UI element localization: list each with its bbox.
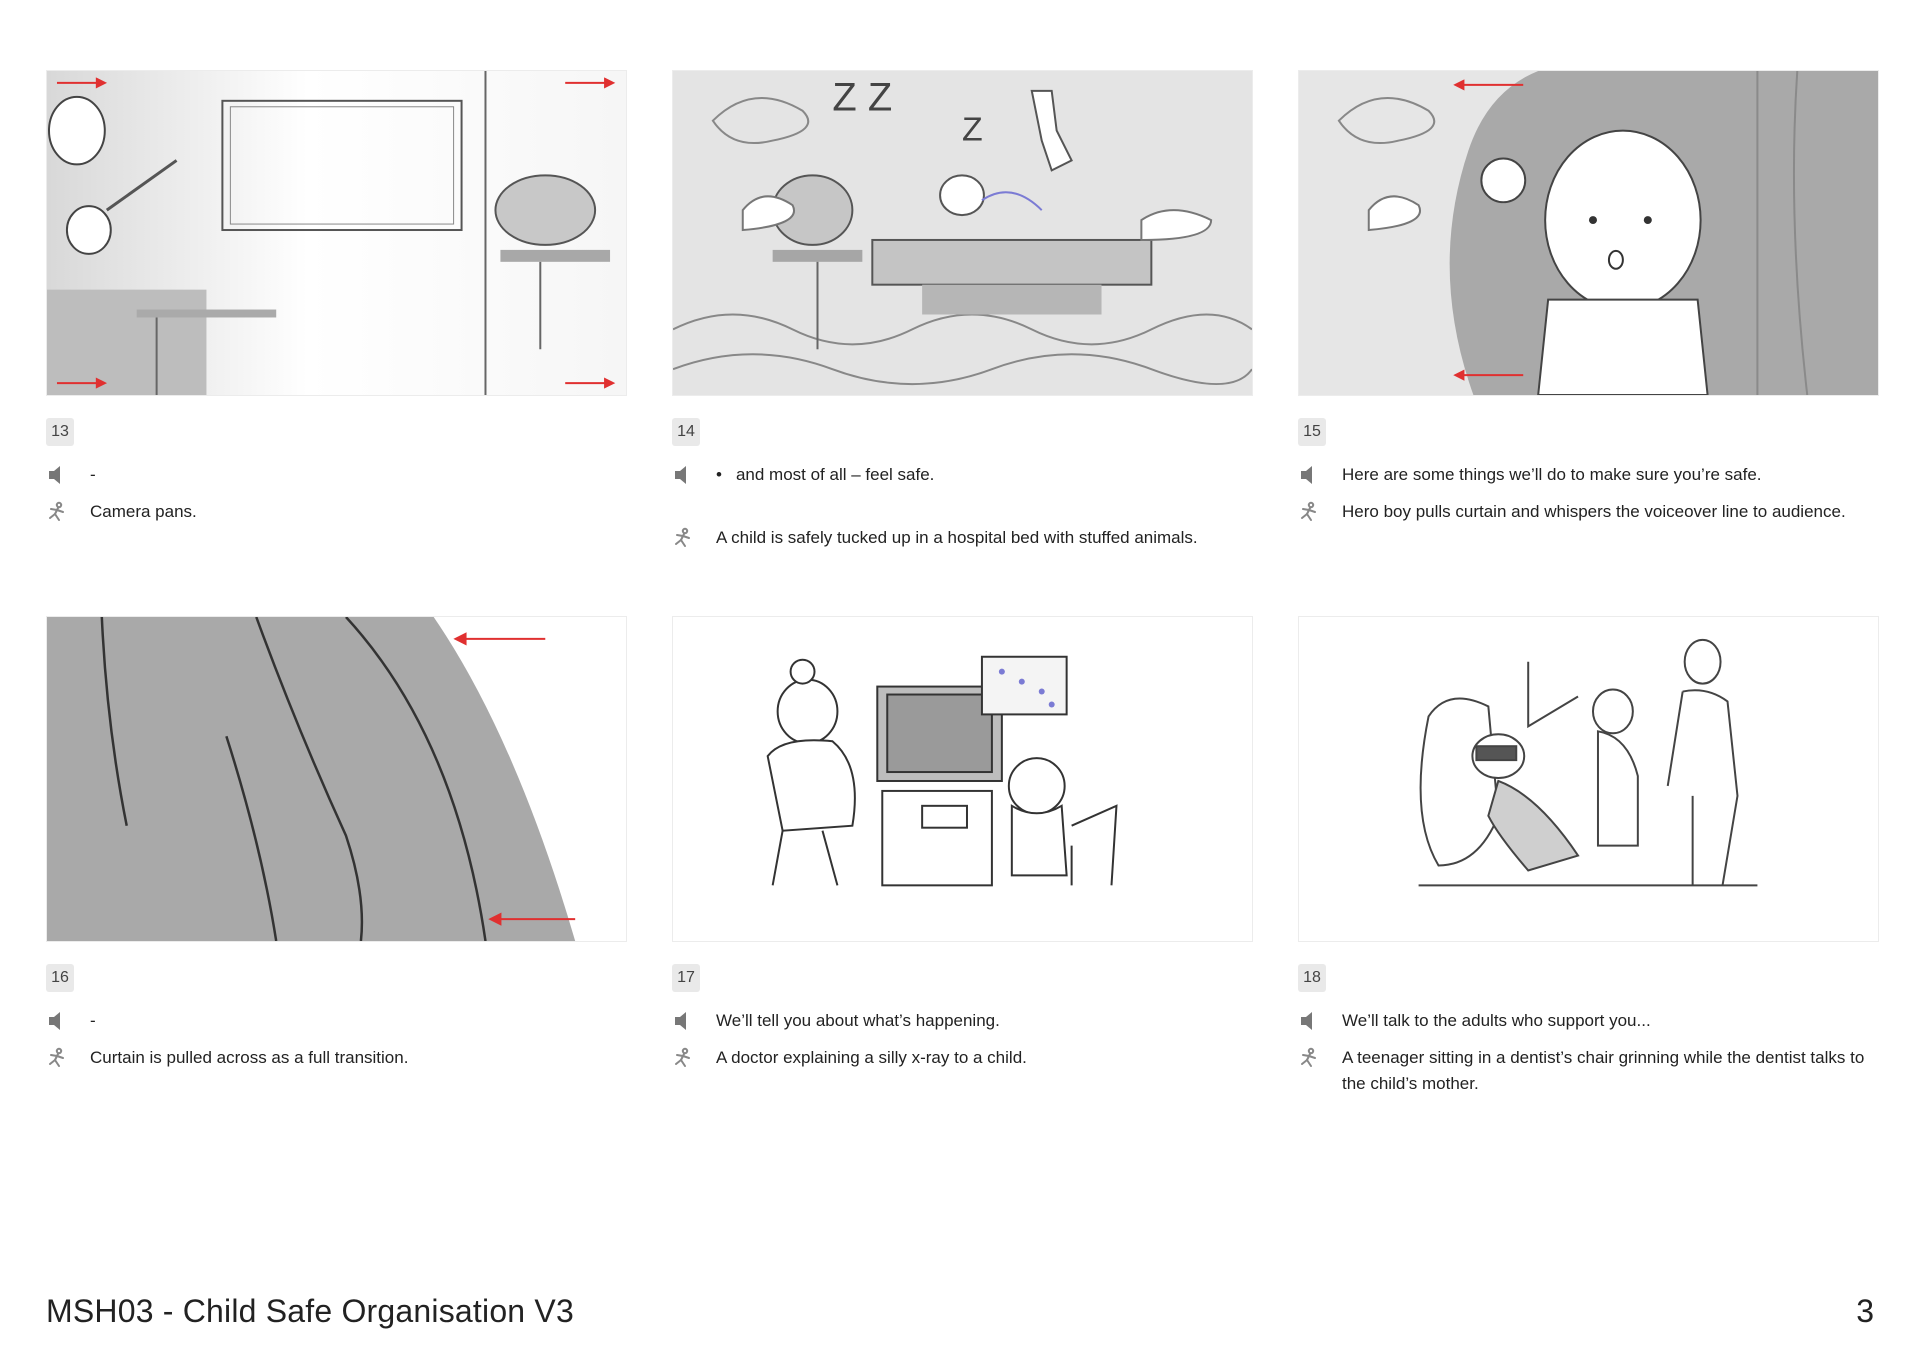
- panel-number: 14: [672, 418, 700, 446]
- audio-row: • and most of all – feel safe.: [672, 462, 1253, 488]
- panel-number: 17: [672, 964, 700, 992]
- action-text: A teenager sitting in a dentist’s chair …: [1342, 1048, 1865, 1093]
- action-row: Hero boy pulls curtain and whispers the …: [1298, 499, 1879, 525]
- panel-number: 16: [46, 964, 74, 992]
- bullet: •: [716, 465, 722, 484]
- audio-text: We’ll tell you about what’s happening.: [716, 1011, 1000, 1030]
- camera-pan-arrow-icon: [56, 77, 616, 389]
- action-row: A child is safely tucked up in a hospita…: [672, 525, 1253, 551]
- action-text: A child is safely tucked up in a hospita…: [716, 528, 1198, 547]
- svg-text:Z Z: Z Z: [832, 76, 892, 120]
- action-row: Camera pans.: [46, 499, 627, 525]
- action-text: A doctor explaining a silly x-ray to a c…: [716, 1048, 1027, 1067]
- action-figure-icon: [672, 1047, 694, 1069]
- audio-text: We’ll talk to the adults who support you…: [1342, 1011, 1651, 1030]
- speaker-icon: [1298, 464, 1320, 486]
- action-text: Curtain is pulled across as a full trans…: [90, 1048, 409, 1067]
- speaker-icon: [46, 1010, 68, 1032]
- panel-14-sketch: Z Z Z: [672, 70, 1253, 396]
- storyboard-panel-18: 18 We’ll talk to the adults who support …: [1298, 616, 1879, 1093]
- panel-17-sketch: [672, 616, 1253, 942]
- action-figure-icon: [1298, 501, 1320, 523]
- audio-row: We’ll tell you about what’s happening.: [672, 1008, 1253, 1034]
- storyboard-panel-17: 17 We’ll tell you about what’s happening…: [672, 616, 1253, 1067]
- speaker-icon: [46, 464, 68, 486]
- storyboard-panel-16: 16 - Curtain is pulled across as a full …: [46, 616, 627, 1067]
- storyboard-panel-14: Z Z Z 14 • and most of all – feel safe. A…: [672, 70, 1253, 547]
- panel-number: 15: [1298, 418, 1326, 446]
- panel-number: 13: [46, 418, 74, 446]
- speaker-icon: [672, 1010, 694, 1032]
- page-number: 3: [1856, 1293, 1874, 1329]
- storyboard-panel-15: 15 Here are some things we’ll do to make…: [1298, 70, 1879, 521]
- speaker-icon: [1298, 1010, 1320, 1032]
- action-text: Hero boy pulls curtain and whispers the …: [1342, 502, 1846, 521]
- audio-text: -: [90, 1011, 96, 1030]
- audio-row: -: [46, 462, 627, 488]
- audio-text: Here are some things we’ll do to make su…: [1342, 465, 1762, 484]
- audio-row: -: [46, 1008, 627, 1034]
- action-row: Curtain is pulled across as a full trans…: [46, 1045, 627, 1071]
- svg-text:Z: Z: [962, 111, 983, 149]
- panel-16-sketch: [46, 616, 627, 942]
- panel-15-sketch: [1298, 70, 1879, 396]
- action-text: Camera pans.: [90, 502, 197, 521]
- audio-text: and most of all – feel safe.: [735, 465, 935, 484]
- action-figure-icon: [672, 527, 694, 549]
- audio-row: We’ll talk to the adults who support you…: [1298, 1008, 1879, 1034]
- audio-text: -: [90, 465, 96, 484]
- panel-18-sketch: [1298, 616, 1879, 942]
- action-row: A teenager sitting in a dentist’s chair …: [1298, 1045, 1879, 1097]
- audio-row: Here are some things we’ll do to make su…: [1298, 462, 1879, 488]
- action-row: A doctor explaining a silly x-ray to a c…: [672, 1045, 1253, 1071]
- storyboard-panel-13: 13 - Camera pans.: [46, 70, 627, 521]
- action-figure-icon: [1298, 1047, 1320, 1069]
- document-title: MSH03 - Child Safe Organisation V3: [46, 1293, 574, 1329]
- speaker-icon: [672, 464, 694, 486]
- action-figure-icon: [46, 1047, 68, 1069]
- panel-13-sketch: [46, 70, 627, 396]
- action-figure-icon: [46, 501, 68, 523]
- panel-number: 18: [1298, 964, 1326, 992]
